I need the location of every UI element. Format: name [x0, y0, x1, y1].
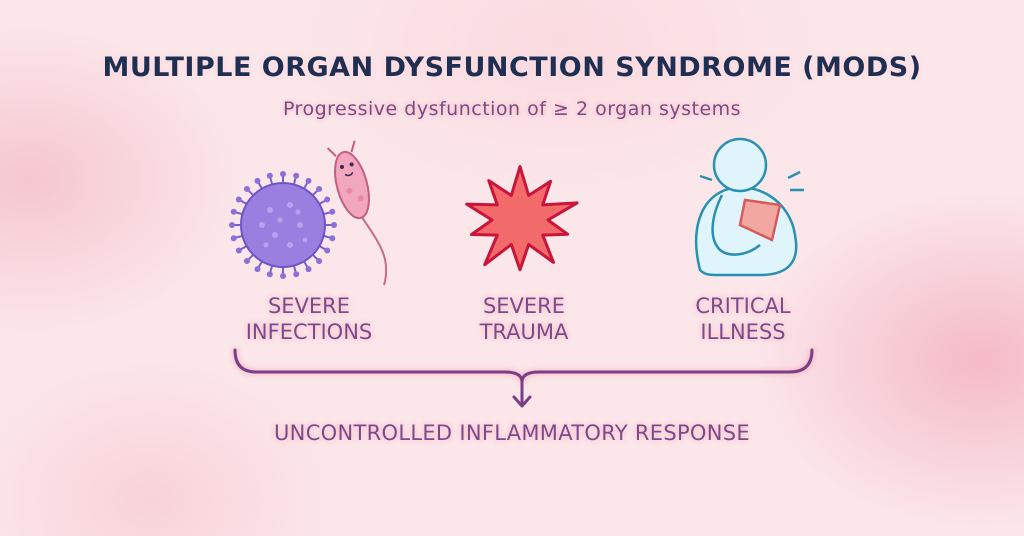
virus-spike-tip	[229, 222, 235, 228]
cause-line-1: Severe	[267, 294, 351, 318]
virus-spike-tip	[235, 196, 242, 203]
diagram-subtitle: Progressive dysfunction of ≥ 2 organ sys…	[282, 98, 742, 120]
cause-severe-trauma: Severe Trauma	[424, 293, 624, 345]
virus-spike-tip	[266, 271, 273, 278]
sick-person-icon	[695, 137, 804, 277]
virus-spike-tip	[266, 172, 273, 179]
cause-severe-infections: Severe Infections	[209, 293, 409, 345]
virus-spike-tip	[293, 172, 300, 179]
virus-spike-tip	[293, 271, 300, 278]
virus-spike-tip	[230, 208, 237, 215]
virus-spike-tip	[280, 273, 286, 279]
virus-spike-tip	[254, 266, 261, 273]
virus-spike-tip	[329, 208, 336, 215]
cause-line-1: Critical	[695, 294, 791, 318]
virus-spike-tip	[331, 222, 337, 228]
virus-spike-tip	[254, 177, 261, 184]
virus-spike-tip	[324, 196, 331, 203]
virus-spike-tip	[235, 247, 242, 254]
diagram-title: Multiple Organ Dysfunction Syndrome (MOD…	[102, 52, 922, 83]
virus-spike-tip	[316, 185, 323, 192]
virus-spike-tip	[329, 235, 336, 242]
virus-spike-tip	[280, 171, 286, 177]
starburst-trauma-icon	[465, 165, 579, 272]
virus-spike-tip	[316, 258, 323, 265]
cause-line-2: Infections	[245, 320, 373, 344]
result-text: Uncontrolled inflammatory response	[274, 421, 750, 445]
virus-spike-tip	[230, 235, 237, 242]
bacterium-icon	[326, 140, 388, 286]
grouping-brace	[233, 348, 814, 383]
cause-line-1: Severe	[482, 294, 566, 318]
down-arrow-icon	[512, 380, 532, 408]
virus-spike-tip	[243, 258, 250, 265]
cause-line-2: Trauma	[479, 320, 569, 344]
virus-spike-tip	[305, 177, 312, 184]
virus-spike-tip	[324, 247, 331, 254]
cause-critical-illness: Critical Illness	[643, 293, 843, 345]
cause-line-2: Illness	[700, 320, 786, 344]
virus-spike-tip	[305, 266, 312, 273]
virus-icon	[229, 171, 337, 279]
virus-spike-tip	[243, 185, 250, 192]
